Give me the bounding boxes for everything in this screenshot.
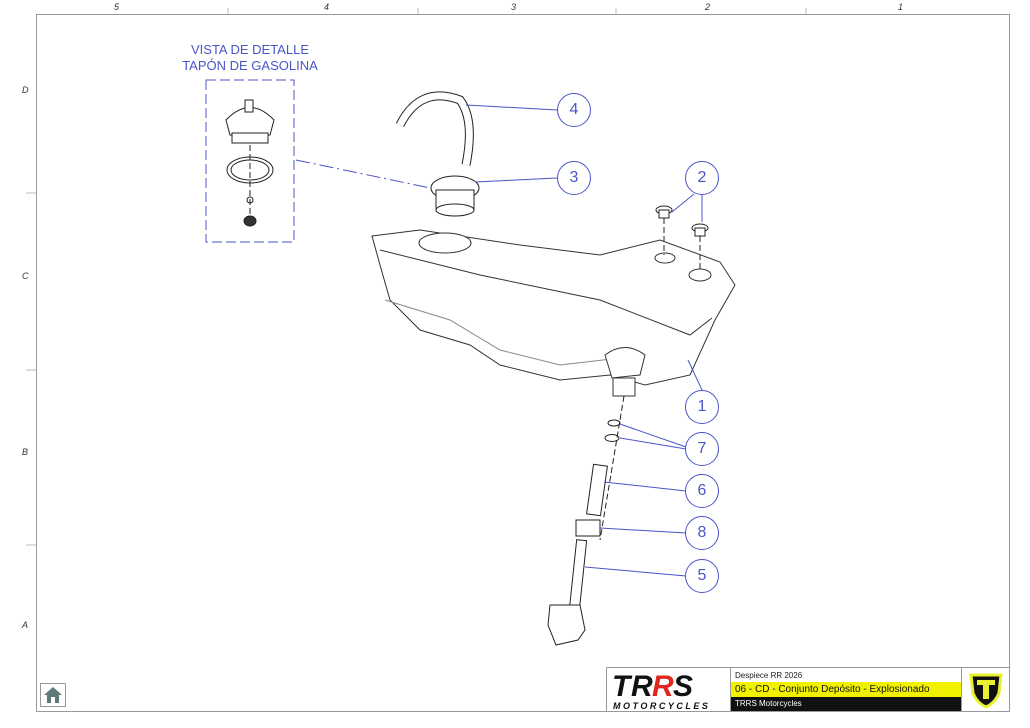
fuel-tank — [371, 229, 736, 397]
zone-column-4: 4 — [324, 2, 330, 12]
detail-cap-parts — [225, 99, 275, 227]
callout-3: 3 — [557, 161, 591, 195]
callout-6: 6 — [685, 474, 719, 508]
zone-column-3: 3 — [511, 2, 517, 12]
callout-7: 7 — [685, 432, 719, 466]
trrs-shield-logo — [961, 668, 1009, 711]
drawing-frame — [36, 14, 1010, 712]
svg-text:T: T — [612, 670, 633, 703]
home-button[interactable] — [40, 683, 66, 707]
detail-view-title-line1: VISTA DE DETALLE — [190, 42, 309, 57]
trrs-logo: T R R S MOTORCYCLES — [607, 668, 731, 711]
zone-column-2: 2 — [705, 2, 711, 12]
company-name: TRRS Motorcycles — [731, 696, 961, 711]
home-icon — [44, 687, 62, 703]
zone-column-5: 5 — [114, 2, 120, 12]
zone-row-a: A — [22, 620, 29, 630]
title-block: T R R S MOTORCYCLES Despiece RR 2026 06 … — [606, 667, 1010, 712]
zone-column-1: 1 — [898, 2, 904, 12]
zone-row-c: C — [22, 271, 29, 281]
svg-text:R: R — [652, 670, 674, 703]
zone-row-d: D — [22, 85, 29, 95]
leader-lines — [465, 104, 703, 577]
document-name: Despiece RR 2026 — [731, 668, 961, 683]
zone-row-b: B — [22, 447, 29, 457]
callout-2: 2 — [685, 161, 719, 195]
svg-text:MOTORCYCLES: MOTORCYCLES — [613, 701, 710, 711]
svg-text:S: S — [673, 670, 693, 703]
detail-view-box — [205, 79, 295, 243]
detail-view-title-line2: TAPÓN DE GASOLINA — [182, 58, 318, 73]
callout-8: 8 — [685, 516, 719, 550]
zone-ticks — [26, 8, 807, 546]
svg-text:R: R — [631, 670, 653, 703]
callout-4: 4 — [557, 93, 591, 127]
callout-1: 1 — [685, 390, 719, 424]
callout-5: 5 — [685, 559, 719, 593]
drawing-title: 06 - CD - Conjunto Depósito - Explosiona… — [731, 682, 961, 697]
